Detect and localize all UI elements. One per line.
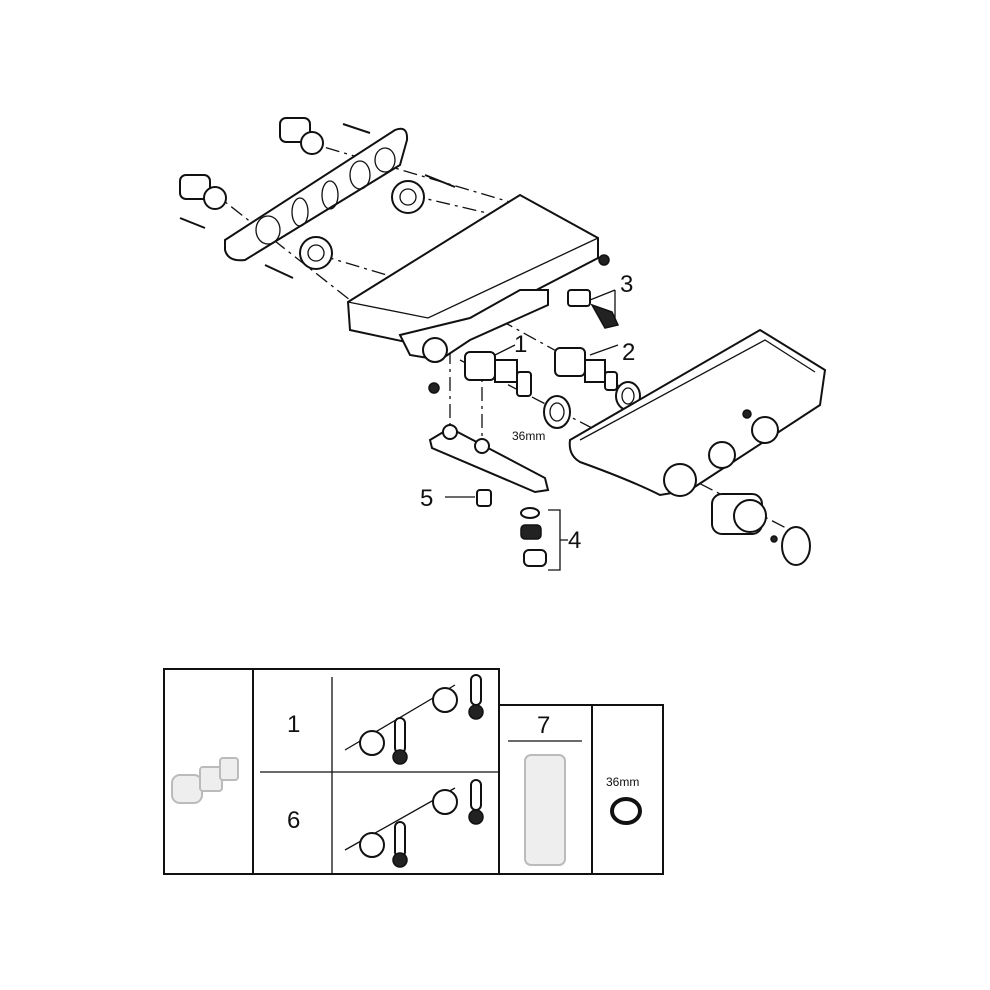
table-nut-size-label: 36mm bbox=[606, 775, 639, 789]
assembly-tool-grey-image bbox=[524, 754, 566, 866]
callout-3: 3 bbox=[620, 271, 633, 298]
table-row-6-label: 6 bbox=[287, 807, 300, 834]
cap-ring bbox=[770, 526, 811, 566]
cold-hot-thermometer-icon bbox=[344, 674, 484, 765]
callout-2: 2 bbox=[622, 339, 635, 366]
thermostat-body bbox=[346, 193, 599, 363]
size-label-36mm: 36mm bbox=[512, 429, 545, 443]
nut-36mm bbox=[543, 395, 571, 429]
eccentric-connector bbox=[179, 117, 324, 210]
callout-1: 1 bbox=[514, 331, 527, 358]
screw bbox=[428, 254, 610, 394]
callout-5: 5 bbox=[420, 485, 433, 512]
callout-4: 4 bbox=[568, 527, 581, 554]
table-row-1-label: 1 bbox=[287, 711, 300, 738]
wall-nut bbox=[299, 180, 425, 270]
screw bbox=[179, 123, 456, 279]
part-1-cartridge bbox=[464, 351, 532, 397]
part-3-valve bbox=[567, 289, 620, 329]
hot-cold-thermometer-icon bbox=[344, 779, 484, 868]
cartridge-grey-image bbox=[171, 757, 239, 804]
spout-housing bbox=[568, 328, 827, 497]
temperature-knob bbox=[711, 493, 767, 535]
spout-plate bbox=[428, 424, 550, 494]
mounting-plate bbox=[224, 127, 409, 262]
part-5-insert bbox=[476, 489, 492, 507]
nut-36mm-icon bbox=[610, 797, 642, 825]
part-2-cartridge bbox=[554, 347, 618, 391]
spare-parts-table bbox=[163, 668, 664, 875]
table-tool-label: 7 bbox=[537, 712, 550, 739]
part-4-aerator-set bbox=[520, 507, 547, 567]
